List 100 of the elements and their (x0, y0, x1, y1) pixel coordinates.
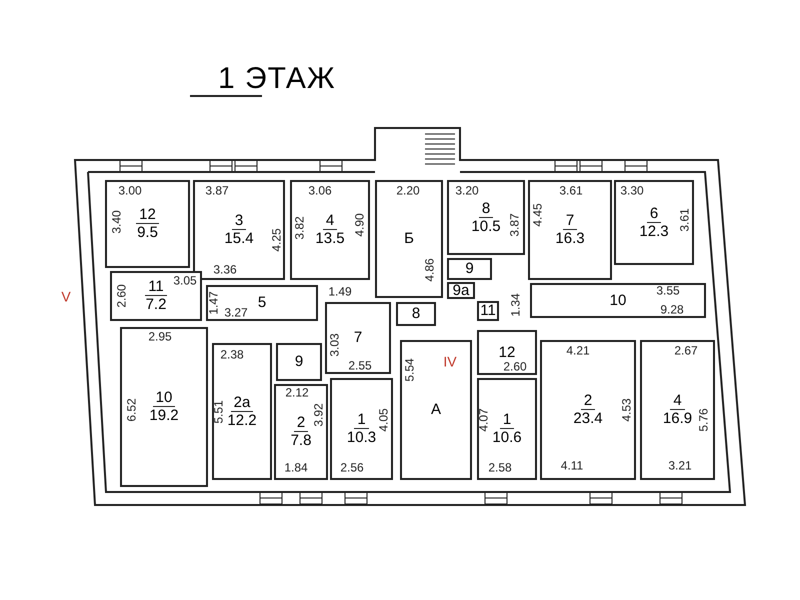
room-number: 4 (670, 393, 685, 410)
floor-title: 1 ЭТАЖ (218, 62, 336, 96)
room (212, 343, 272, 480)
dimension-label: 3.92 (312, 403, 326, 427)
dimension-label: 1.34 (510, 293, 522, 317)
section-mark: V (61, 290, 71, 304)
room-area: 19.2 (149, 407, 179, 424)
room (325, 302, 391, 374)
dimension-label: 3.61 (559, 184, 583, 198)
dimension-label: 1.84 (284, 462, 308, 474)
room-area: 12.2 (227, 412, 257, 428)
dimension-label: 1.49 (328, 286, 352, 298)
dimension-label: 9.28 (660, 304, 684, 316)
room-number: 12 (498, 344, 516, 360)
dimension-label: 3.03 (328, 333, 342, 357)
dimension-label: 3.30 (620, 184, 644, 198)
room-number: 1 (354, 412, 369, 429)
dimension-label: 4.90 (354, 213, 366, 237)
room-number: 10 (152, 390, 176, 407)
room-number: 8 (410, 306, 422, 322)
room (276, 343, 322, 381)
room (447, 180, 525, 255)
dimension-label: 3.20 (455, 184, 479, 198)
room-number: Б (403, 231, 415, 247)
dimension-label: 5.54 (404, 358, 416, 382)
dimension-label: 4.86 (424, 258, 436, 282)
room-area: 7.2 (146, 296, 166, 313)
room (274, 384, 328, 480)
dimension-label: 2.95 (148, 330, 172, 344)
room-area: 16.3 (555, 230, 585, 247)
room (396, 302, 436, 326)
dimension-label: 2.20 (396, 184, 420, 198)
dimension-label: 3.05 (173, 274, 197, 288)
dimension-label: 3.61 (678, 208, 692, 232)
room (447, 258, 492, 280)
room-area: 23.4 (573, 410, 603, 427)
room-number: 9 (464, 261, 475, 277)
room-area: 13.5 (315, 230, 345, 247)
dimension-label: 1.47 (208, 291, 220, 315)
room-number: 2 (294, 415, 308, 432)
room (540, 340, 636, 480)
dimension-label: 3.82 (294, 216, 306, 240)
dimension-label: 2.58 (488, 462, 512, 474)
dimension-label: 3.36 (213, 264, 237, 276)
room (330, 378, 393, 480)
room-number: 11 (145, 279, 167, 296)
dimension-label: 2.60 (503, 360, 527, 374)
room-number: 2 (580, 393, 596, 410)
room-number: 8 (478, 200, 494, 218)
room-number: 3 (232, 213, 246, 230)
dimension-label: 5.76 (698, 408, 710, 432)
dimension-label: 3.87 (508, 213, 522, 237)
room (614, 180, 694, 265)
room-number: 10 (608, 292, 628, 308)
room-number: 2а (230, 394, 254, 412)
room (105, 180, 190, 268)
dimension-label: 3.27 (224, 306, 248, 320)
dimension-label: 3.21 (668, 460, 692, 472)
dimension-label: 2.56 (340, 462, 364, 474)
room (477, 330, 537, 375)
room (375, 180, 443, 298)
dimension-label: 2.60 (116, 284, 128, 308)
room-area: 9.5 (137, 224, 158, 241)
dimension-label: 5.51 (212, 400, 226, 424)
dimension-label: 3.55 (656, 284, 680, 298)
room-number: 7 (352, 330, 364, 346)
room-number: 7 (562, 213, 578, 230)
room (477, 378, 537, 480)
dimension-label: 4.21 (566, 344, 590, 358)
room (640, 340, 715, 480)
room (400, 340, 472, 480)
dimension-label: 3.87 (205, 184, 229, 198)
room-area: 12.3 (639, 222, 669, 240)
dimension-label: 4.53 (620, 398, 634, 422)
room-number: 1 (500, 412, 514, 429)
room (120, 327, 208, 487)
room-number: 4 (322, 213, 338, 230)
room-number: 9 (294, 354, 304, 370)
dimension-label: 3.40 (110, 210, 124, 234)
dimension-label: 6.52 (126, 398, 138, 422)
dimension-label: 4.05 (378, 408, 390, 432)
room (206, 285, 318, 321)
dimension-label: 2.67 (674, 344, 698, 358)
room-number: 12 (136, 207, 159, 224)
dimension-label: 3.06 (308, 184, 332, 198)
room (528, 180, 612, 280)
dimension-label: 4.11 (560, 460, 584, 472)
dimension-label: 4.07 (478, 408, 490, 432)
room-number: 5 (256, 295, 268, 311)
room-number: 9а (452, 282, 470, 298)
room-number: 11 (479, 303, 497, 319)
room (110, 271, 202, 321)
room-area: 10.3 (346, 429, 376, 446)
room-area: 10.5 (471, 218, 501, 234)
room-area: 10.6 (492, 429, 522, 446)
dimension-label: 4.45 (532, 203, 544, 227)
room-number: 6 (646, 206, 662, 222)
room (530, 283, 706, 318)
section-mark: IV (443, 356, 457, 368)
room-area: 15.4 (224, 230, 254, 247)
